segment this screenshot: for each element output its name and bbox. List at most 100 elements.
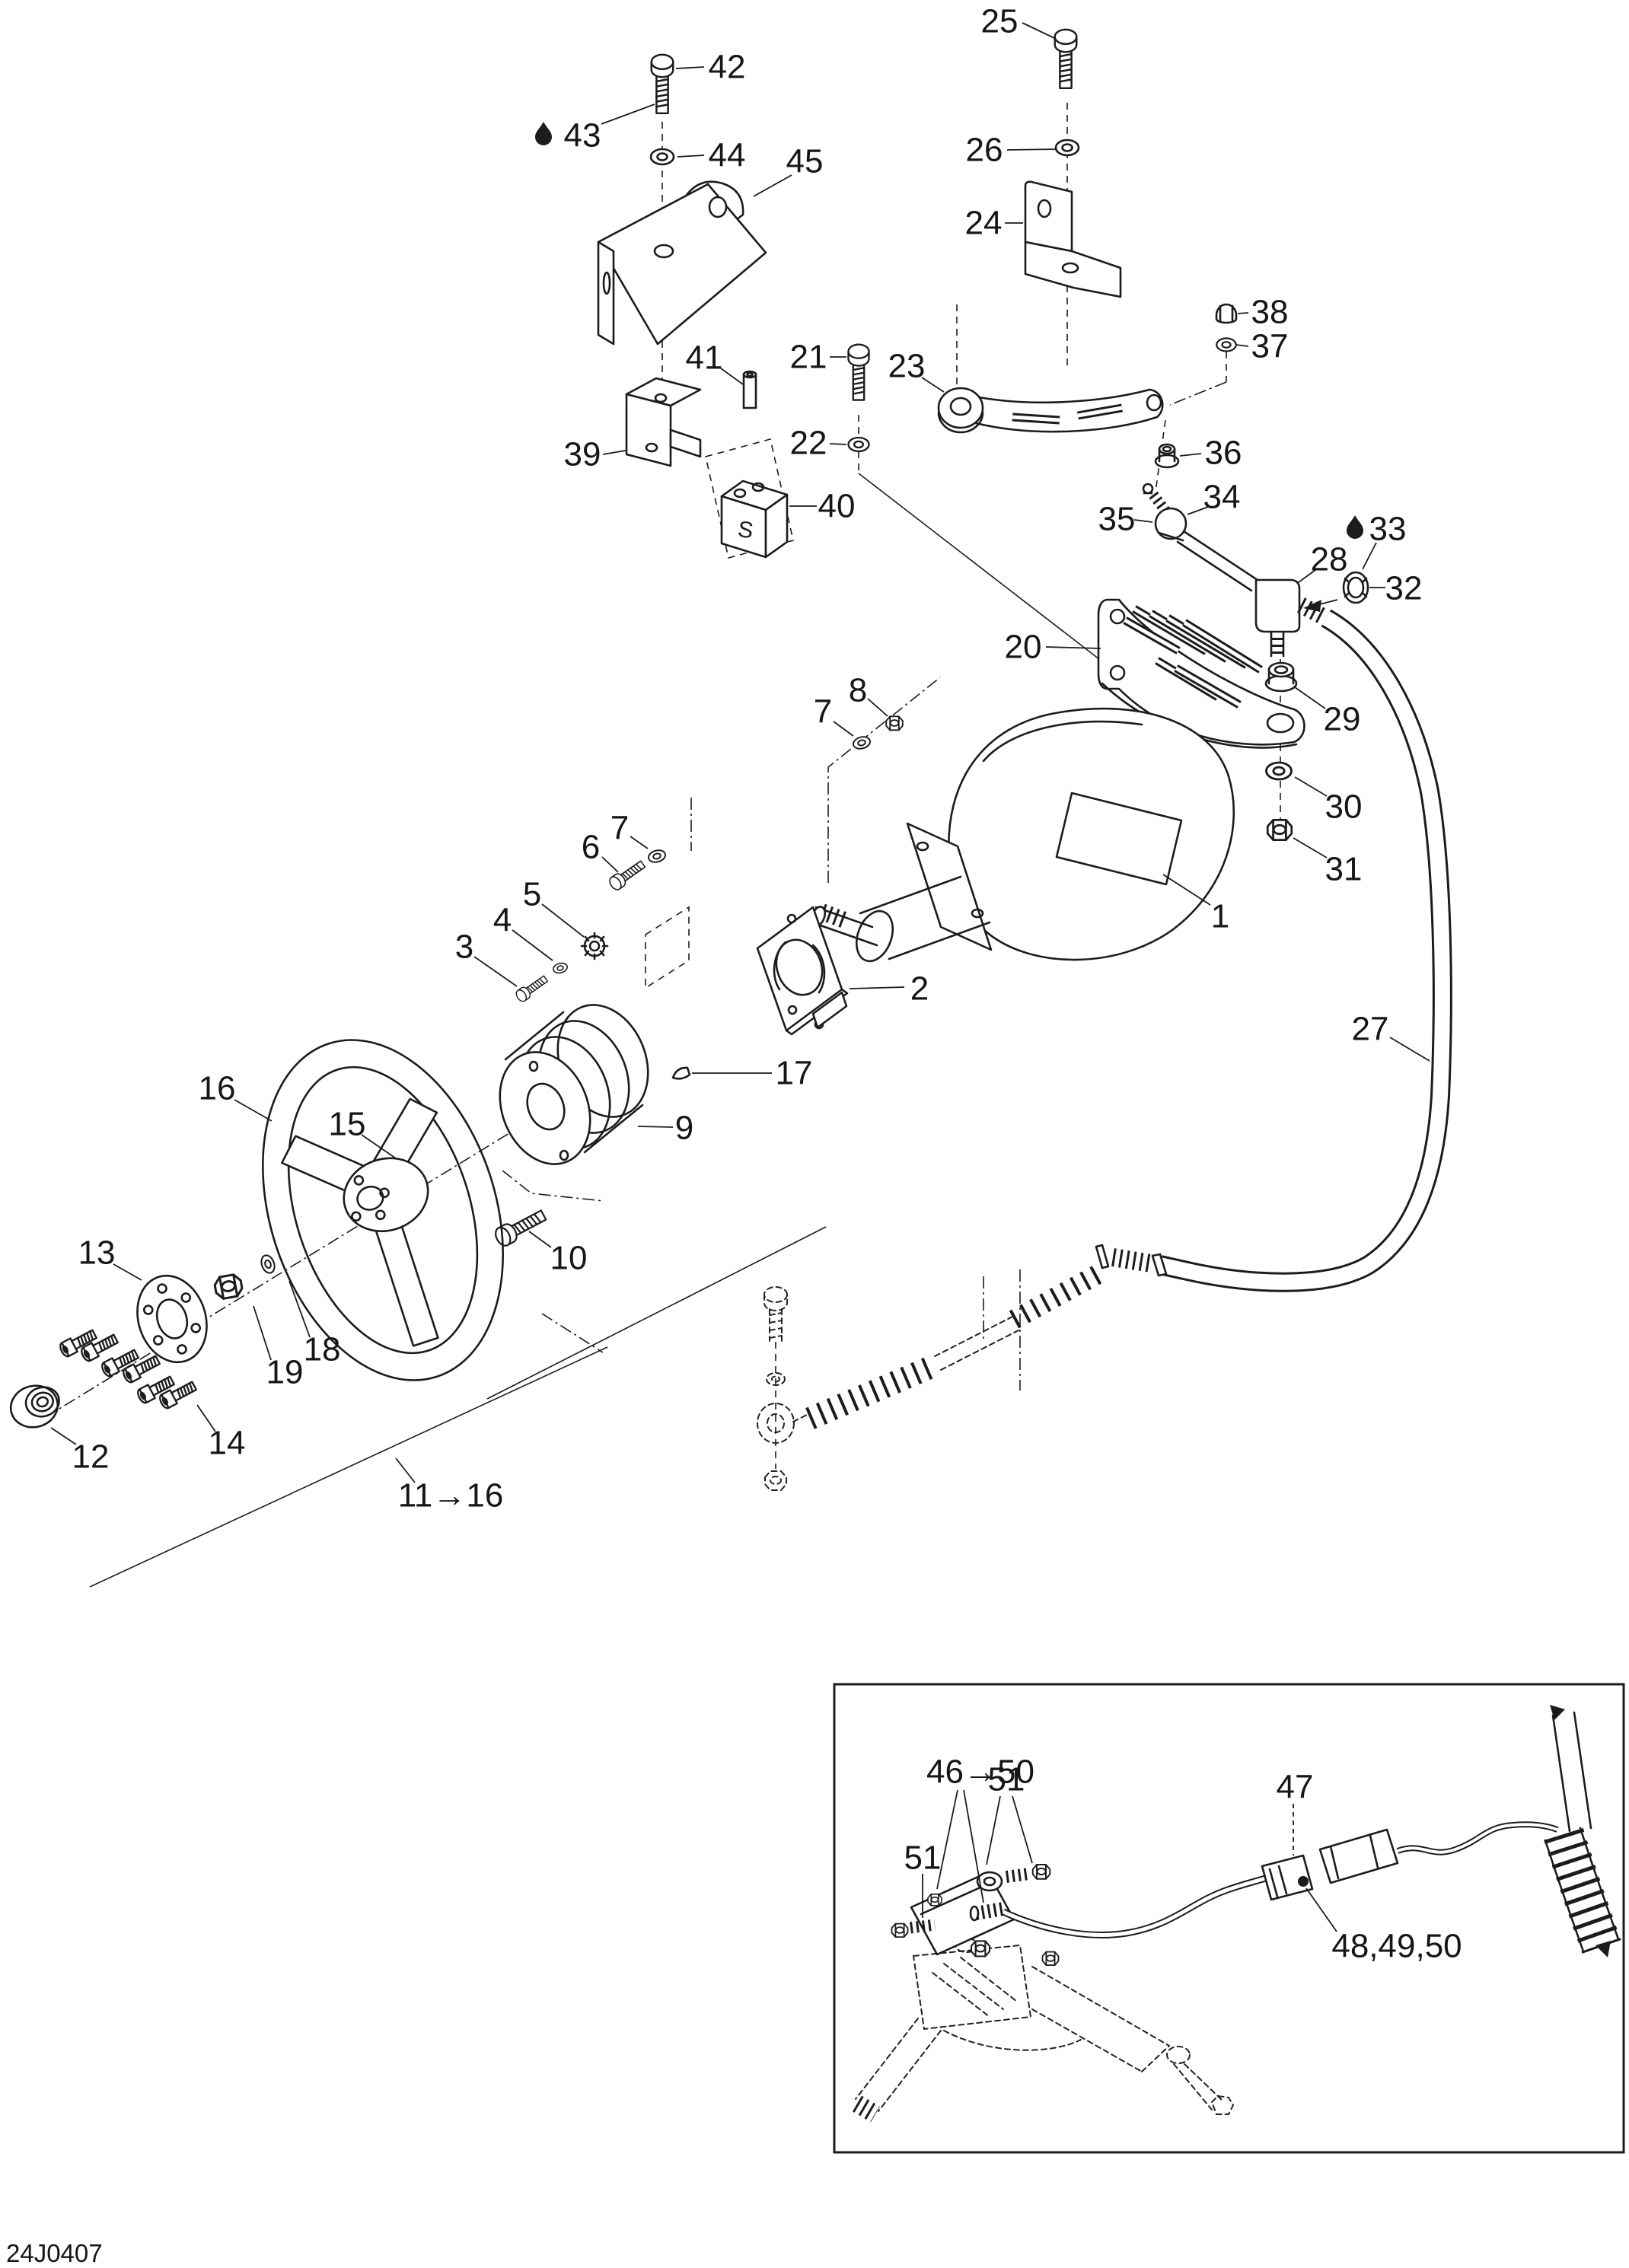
nut-19 — [212, 1272, 245, 1301]
inset-coiled-wrap — [1544, 1705, 1621, 1957]
callout-text: 15 — [329, 1106, 366, 1143]
leader-line — [1162, 874, 1211, 906]
callout-text: 29 — [1324, 701, 1361, 738]
callout-20: 20 — [1005, 629, 1101, 666]
pin-41 — [742, 370, 757, 409]
callout-6: 6 — [582, 829, 619, 873]
leader-line — [630, 836, 649, 849]
callout-7: 7 — [610, 810, 649, 849]
screw-3 — [513, 973, 550, 1004]
leader-line — [113, 1263, 142, 1281]
leader-line — [361, 1134, 397, 1159]
callout-44: 44 — [677, 137, 745, 174]
callout-text: 51 — [988, 1761, 1025, 1798]
callout-text: 20 — [1005, 629, 1042, 666]
callout-text: 8 — [849, 672, 867, 709]
block-s-marking: S — [736, 517, 754, 543]
callout-10: 10 — [528, 1231, 587, 1277]
pulley-9 — [499, 1004, 649, 1165]
callout-17: 17 — [692, 1055, 812, 1092]
washer-37 — [1216, 337, 1237, 352]
inset-connector-47 — [1261, 1828, 1399, 1901]
washer-7a — [851, 734, 872, 752]
pivot-arm-20 — [1097, 598, 1305, 749]
callout-31: 31 — [1293, 837, 1362, 888]
callout-text: 38 — [1251, 294, 1289, 331]
callout-text: 9 — [675, 1110, 693, 1147]
callout-30: 30 — [1294, 776, 1363, 826]
steering-arm-23 — [937, 387, 1164, 434]
bracket-24 — [1024, 180, 1122, 298]
ball-joint-34 — [1142, 483, 1259, 592]
leader-line — [289, 1280, 311, 1338]
callout-40: 40 — [789, 488, 855, 525]
bolt-25 — [1054, 28, 1078, 90]
inset-box — [833, 1683, 1625, 2154]
continuation-arrow-icon — [1596, 1941, 1611, 1957]
oil-drop-icon — [535, 122, 552, 145]
leader-line — [675, 66, 705, 69]
lock-ring-32 — [1342, 571, 1369, 604]
callout-13: 13 — [78, 1234, 142, 1281]
washer-22 — [847, 436, 870, 453]
callout-23: 23 — [888, 348, 945, 393]
callout-text: 5 — [523, 876, 541, 913]
leader-line — [963, 1789, 984, 1903]
leader-line — [1305, 1887, 1337, 1932]
callout-46→50: 46→50 — [926, 1754, 1034, 1903]
bushing-36 — [1154, 443, 1180, 469]
callout-9: 9 — [637, 1110, 693, 1147]
leader-line — [986, 1795, 1001, 1865]
leader-line — [1187, 506, 1209, 515]
callout-51: 51 — [986, 1761, 1033, 1865]
leader-line — [921, 377, 945, 393]
continuation-arrow-icon — [1550, 1705, 1565, 1720]
leader-line — [1362, 542, 1377, 570]
cap-nut-38 — [1215, 303, 1238, 324]
inset-bolt-51-left — [891, 1919, 936, 1938]
callout-27: 27 — [1352, 1011, 1430, 1062]
inset-knuckle-phantom — [852, 1925, 1235, 2123]
callout-33: 33 — [1347, 511, 1406, 570]
oil-drop-icon — [1347, 515, 1363, 539]
washer-7b — [646, 847, 668, 865]
callout-38: 38 — [1237, 294, 1289, 331]
steering-wheel-16 — [262, 1039, 504, 1381]
phantom-tie-rod — [757, 1262, 1109, 1491]
callout-14: 14 — [196, 1404, 246, 1462]
leader-line — [234, 1099, 273, 1122]
callout-12: 12 — [50, 1427, 109, 1476]
leader-line — [1133, 519, 1153, 523]
callout-text: 37 — [1251, 328, 1289, 365]
washer-44 — [649, 148, 675, 166]
leader-line — [473, 956, 518, 987]
leader-line — [541, 903, 585, 938]
callout-text: 19 — [266, 1354, 304, 1391]
callout-2: 2 — [849, 970, 929, 1008]
callout-text: 30 — [1325, 788, 1363, 826]
callout-48,49,50: 48,49,50 — [1305, 1887, 1462, 1965]
inset-harness-cable — [1396, 1821, 1559, 1855]
callout-51: 51 — [904, 1840, 941, 1918]
bolt-21 — [847, 343, 870, 401]
callout-text: 2 — [910, 970, 929, 1008]
leader-line — [1012, 1795, 1033, 1864]
callout-11→16: 11→16 — [395, 1457, 503, 1515]
callout-text: 3 — [455, 929, 473, 966]
callout-text: 14 — [209, 1425, 246, 1462]
callout-43: 43 — [535, 104, 655, 154]
inset-sensor-assembly — [891, 1864, 1060, 1967]
callout-text: 35 — [1098, 501, 1136, 538]
callout-text: 27 — [1352, 1011, 1389, 1048]
leader-line — [1298, 569, 1316, 583]
callout-21: 21 — [790, 339, 846, 376]
steering-cable — [1095, 609, 1452, 1292]
callout-24: 24 — [965, 205, 1023, 242]
callout-text: 24 — [965, 205, 1003, 242]
callout-7: 7 — [814, 693, 854, 737]
leader-line — [1045, 646, 1101, 649]
callout-15: 15 — [329, 1106, 397, 1159]
inset-bolt-51-right — [1005, 1864, 1051, 1883]
cable-elbow-28 — [1254, 578, 1329, 658]
callout-text: 48,49,50 — [1331, 1928, 1462, 1965]
